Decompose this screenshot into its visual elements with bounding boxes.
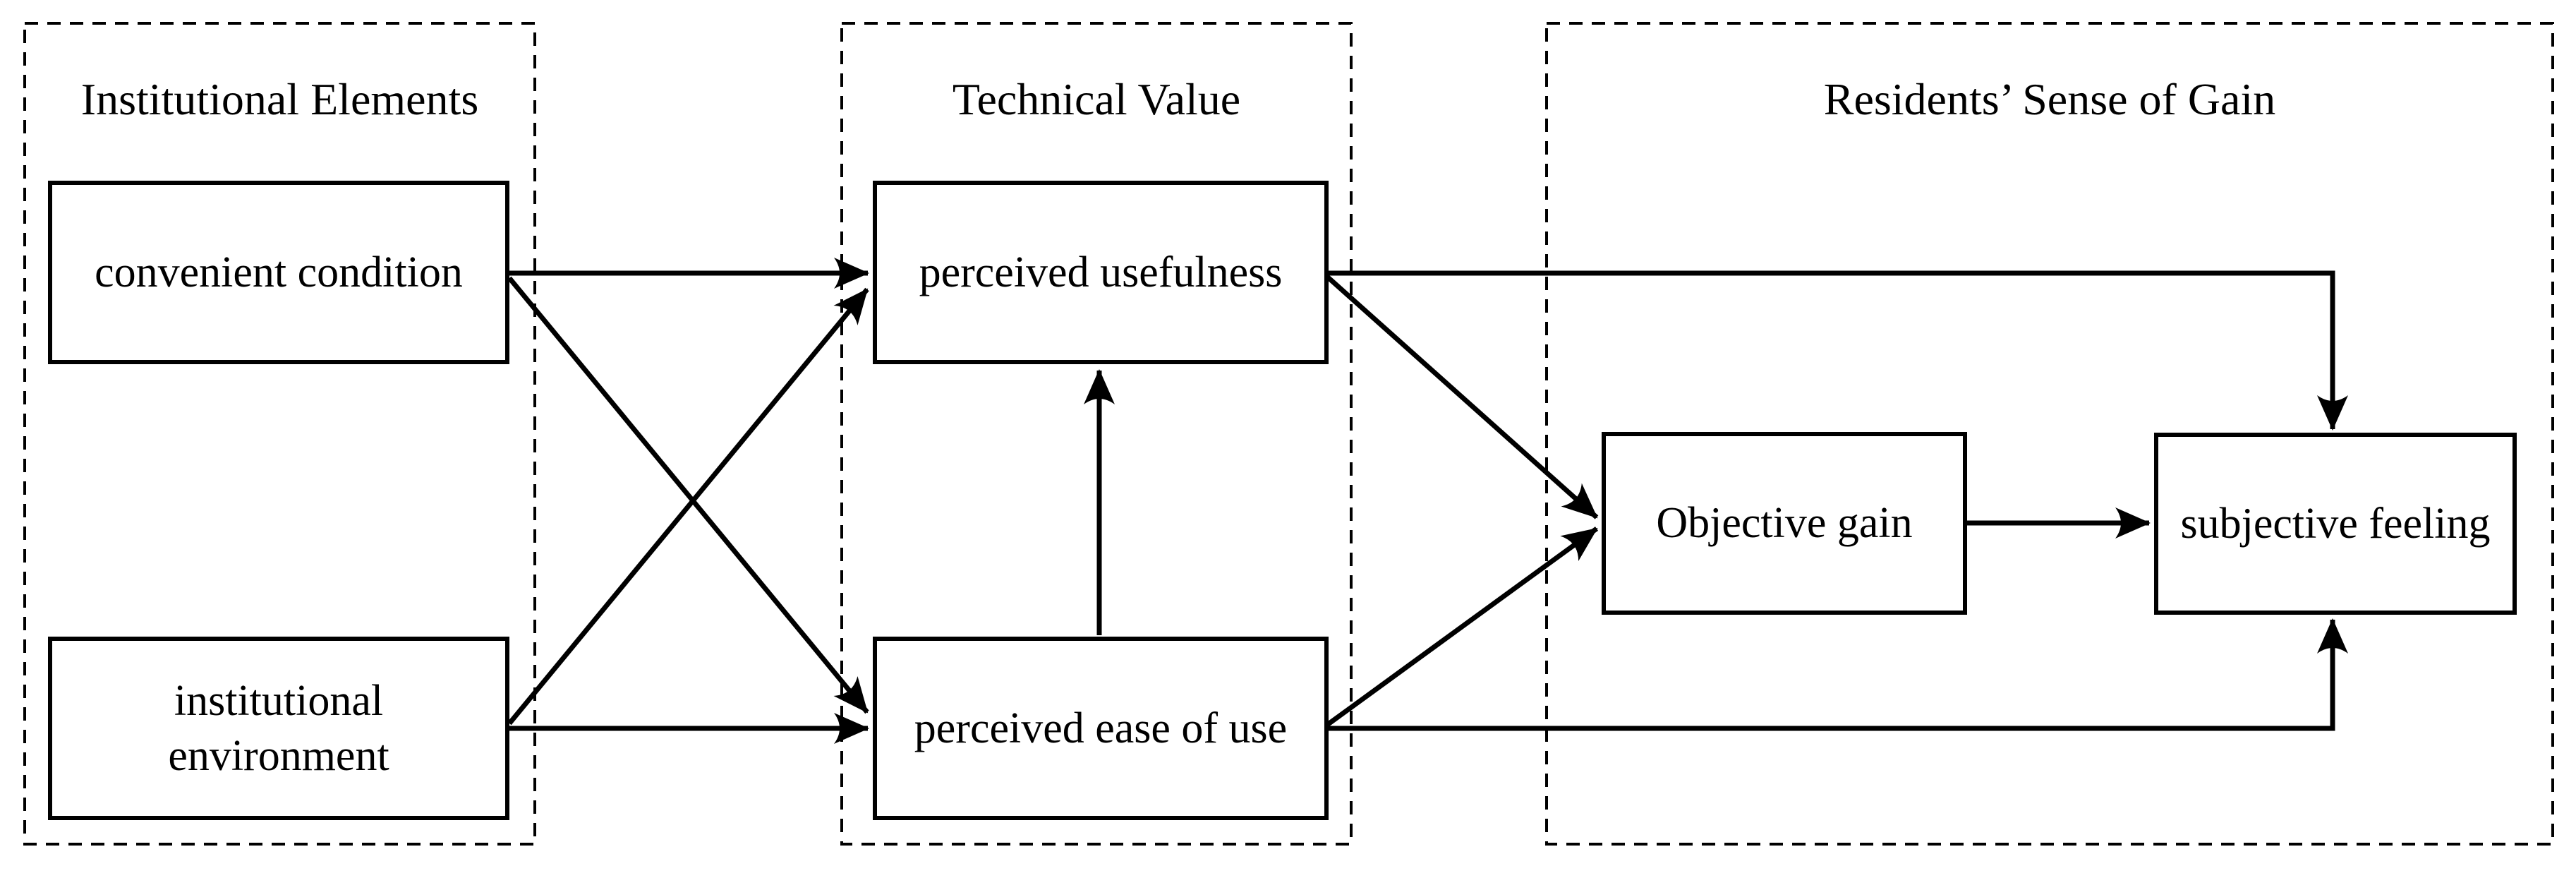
edge-convenient-condition-to-perceived-ease-of-use — [507, 276, 869, 714]
edge-perceived-ease-of-use-to-objective-gain — [1325, 527, 1599, 727]
box-label-convenient-condition: convenient condition — [95, 248, 463, 296]
group-title-institutional-elements: Institutional Elements — [80, 74, 479, 124]
box-objective-gain: Objective gain — [1602, 432, 1967, 615]
group-technical-value-border — [840, 22, 1353, 846]
box-subjective-feeling: subjective feeling — [2154, 433, 2517, 615]
edge-perceived-ease-of-use-to-subjective-feeling — [1327, 618, 2348, 731]
edge-perceived-usefulness-to-subjective-feeling — [1327, 270, 2348, 431]
group-residents-sense-of-gain-border — [1545, 22, 2554, 846]
box-label-objective-gain: Objective gain — [1656, 499, 1913, 548]
box-perceived-ease-of-use: perceived ease of use — [873, 637, 1329, 820]
box-convenient-condition: convenient condition — [48, 181, 509, 364]
box-label-perceived-ease-of-use: perceived ease of use — [914, 704, 1288, 752]
group-title-technical-value: Technical Value — [952, 74, 1241, 124]
edge-perceived-usefulness-to-objective-gain — [1325, 275, 1599, 519]
box-label-perceived-usefulness: perceived usefulness — [919, 248, 1283, 296]
group-title-residents-sense-of-gain: Residents’ Sense of Gain — [1823, 74, 2276, 124]
box-label-subjective-feeling: subjective feeling — [2180, 499, 2491, 548]
box-perceived-usefulness: perceived usefulness — [873, 181, 1329, 364]
box-label-institutional-environment: institutional environment — [168, 676, 389, 780]
edge-institutional-environment-to-perceived-usefulness — [507, 287, 869, 726]
group-institutional-elements-border — [23, 22, 536, 846]
box-institutional-environment: institutional environment — [48, 637, 509, 820]
